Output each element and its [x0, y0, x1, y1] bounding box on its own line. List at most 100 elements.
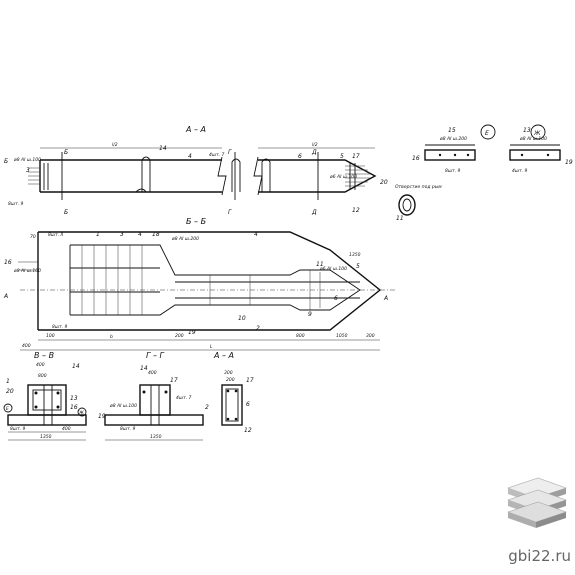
callout-17: 17	[352, 153, 360, 160]
detail-e-note2: 8шт. 9	[445, 168, 460, 174]
v-note: 8шт. 9	[10, 426, 25, 432]
note-rebar-2: 8шт. 9	[8, 201, 23, 207]
a-callout-17: 17	[246, 377, 254, 384]
g-callout-19: 19	[98, 413, 106, 420]
detail-hole: Отверстие под рым 11	[395, 184, 442, 222]
cut-g-top: Г	[228, 149, 232, 156]
v-dim-400: 400	[36, 362, 45, 368]
dim-1050: 1050	[336, 333, 348, 339]
cut-a-right: А	[383, 295, 388, 302]
a-callout-12: 12	[244, 427, 252, 434]
node-zh-label: Ж	[533, 130, 541, 137]
b-callout-9: 9	[308, 311, 312, 318]
elevation-a-a: А – А l/2 l/2	[4, 125, 388, 216]
b-callout-2: 2	[256, 325, 260, 332]
detail-zh: Ж ø8 АI ш.100 4шт. 9 19 13	[509, 124, 573, 174]
title-v-v: В – В	[34, 351, 54, 360]
g-callout-17: 17	[170, 377, 178, 384]
stacked-slabs-icon	[507, 477, 567, 528]
callout-4: 4	[188, 153, 192, 160]
note-b-2: ø8 АI ш.200	[171, 236, 199, 242]
b-callout-11: 11	[316, 261, 324, 268]
callout-20: 20	[380, 179, 388, 186]
dim-400-left: 400	[22, 343, 31, 349]
b-callout-18: 18	[152, 231, 160, 238]
detail-zh-callout-19: 19	[565, 159, 573, 166]
detail-zh-note2: 4шт. 9	[512, 168, 527, 174]
v-callout-20: 20	[6, 388, 14, 395]
g-dim-400: 400	[148, 370, 157, 376]
g-callout-14: 14	[140, 365, 148, 372]
g-note-3: 4шт. 7	[176, 395, 191, 401]
lifting-loops	[135, 156, 271, 193]
v-node-zh: Ж	[78, 410, 84, 416]
cut-a-left: А	[3, 293, 8, 300]
v-callout-13: 13	[70, 395, 78, 402]
v-callout-1: 1	[6, 378, 10, 385]
v-node-e: Е	[6, 406, 9, 412]
section-a-a-small: А – А 300 200 17 6 12	[213, 351, 254, 434]
title-g-g: Г – Г	[146, 351, 165, 360]
g-dim-1350: 1350	[150, 434, 162, 440]
cut-d-bottom: Д	[311, 209, 317, 216]
b-callout-10: 10	[238, 315, 246, 322]
detail-zh-callout-13: 13	[523, 127, 531, 134]
tip-spiral	[345, 163, 370, 190]
watermark: gbi22.ru	[508, 547, 571, 565]
detail-hole-note: Отверстие под рым	[395, 184, 442, 190]
title-a-a: А – А	[185, 125, 206, 134]
title-b-b: Б – Б	[186, 217, 207, 226]
cut-b-left: Б	[4, 158, 8, 165]
cut-g-bottom: Г	[228, 209, 232, 216]
callout-5: 5	[340, 153, 344, 160]
g-note-2: 8шт. 9	[120, 426, 135, 432]
a-dim-300: 300	[224, 370, 233, 376]
b-callout-6: 6	[334, 295, 338, 302]
note-b-4: 8шт. 9	[52, 324, 67, 330]
note-rebar-4: ø6 АI ш.100	[329, 174, 357, 180]
callout-3: 3	[26, 167, 30, 174]
v-callout-16: 16	[70, 404, 78, 411]
v-callout-14: 14	[72, 363, 80, 370]
detail-e-callout-15: 15	[448, 127, 456, 134]
dim-l2-right: l/2	[312, 142, 318, 148]
detail-e-callout-16: 16	[412, 155, 420, 162]
note-rebar-1: ø8 АI ш.100	[13, 157, 41, 163]
b-callout-1: 1	[96, 231, 100, 238]
callout-12: 12	[352, 207, 360, 214]
callout-6: 6	[298, 153, 302, 160]
v-dim-400b: 400	[62, 426, 71, 432]
section-g-g: Г – Г 400 1350 ø8 АI ш.100 8шт. 9 4шт. 7…	[98, 351, 209, 441]
a-callout-6: 6	[246, 401, 250, 408]
note-b-3: ø8 АI ш.100	[13, 268, 41, 274]
dim-1350: 1350	[349, 252, 361, 258]
b-callout-16: 16	[4, 259, 12, 266]
cut-b-top: Б	[64, 149, 68, 156]
dim-300: 300	[366, 333, 375, 339]
dim-l2-left: l/2	[112, 142, 118, 148]
a-dim-200: 200	[226, 377, 235, 383]
title-a-a-small: А – А	[213, 351, 234, 360]
cut-b-bottom: Б	[64, 209, 68, 216]
cut-d-top: Д	[311, 149, 317, 156]
detail-hole-callout-11: 11	[396, 215, 404, 222]
detail-e-note: ø8 АI ш.200	[439, 136, 467, 142]
dim-800: 800	[296, 333, 305, 339]
detail-e: Е ø8 АI ш.200 8шт. 9 16 15	[412, 124, 496, 174]
note-b-5: ø6 АI ш.100	[319, 266, 347, 272]
g-callout-2: 2	[205, 404, 209, 411]
dim-b: b	[110, 334, 113, 340]
detail-zh-note: ø8 АI ш.100	[519, 136, 547, 142]
v-dim-800: 800	[38, 373, 47, 379]
head-mesh	[28, 163, 49, 190]
note-b-1: 8шт. II	[48, 232, 64, 238]
dim-L: L	[210, 344, 213, 350]
section-v-v: В – В 400 800 1350 400 8шт. 9 1 20 14 13…	[3, 351, 87, 441]
b-callout-19: 19	[188, 329, 196, 336]
dim-100: 100	[46, 333, 55, 339]
dim-70: 70	[30, 234, 36, 240]
section-b-b: Б – Б 400 100 b 200 L 800	[3, 217, 395, 351]
callout-14: 14	[159, 145, 167, 152]
note-rebar-3: 4шт. 7	[209, 152, 224, 158]
